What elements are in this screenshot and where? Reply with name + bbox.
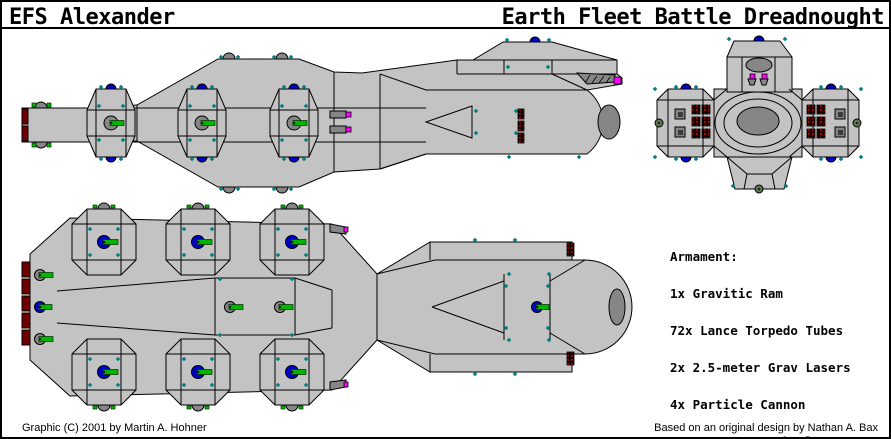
engine-strip bbox=[21, 295, 31, 312]
torpedo-tube-cluster bbox=[701, 104, 711, 115]
plan-hull-panel-lines bbox=[56, 242, 586, 372]
engine-strip bbox=[21, 108, 29, 125]
engine-strip bbox=[21, 329, 31, 346]
engine-section-plan bbox=[21, 261, 54, 346]
armament-item: 1x Gravitic Ram bbox=[670, 286, 783, 302]
torpedo-tube-cluster bbox=[806, 104, 816, 115]
side-hull bbox=[21, 41, 623, 188]
forward-hull-details bbox=[424, 104, 621, 160]
dome-icon bbox=[825, 156, 837, 163]
spar-tip bbox=[613, 76, 622, 85]
ship-class-title: Earth Fleet Battle Dreadnought bbox=[501, 5, 885, 30]
side-barbette-1 bbox=[87, 84, 135, 162]
engine-strip bbox=[21, 125, 29, 142]
ship-name-title: EFS Alexander bbox=[9, 5, 175, 30]
boom-turret-icon bbox=[34, 101, 48, 109]
wing-spar bbox=[329, 379, 347, 391]
side-hull-silhouette bbox=[21, 41, 623, 188]
right-pod-details bbox=[806, 104, 846, 139]
bow-domes-and-markers bbox=[652, 83, 864, 194]
boom-turret-icon bbox=[34, 141, 48, 149]
side-barbette-2 bbox=[178, 84, 226, 162]
bow-center-hull-rings bbox=[714, 91, 802, 155]
plan-barbette-4 bbox=[72, 339, 136, 405]
torpedo-tube-strip bbox=[517, 120, 525, 132]
torpedo-tube-strip bbox=[517, 108, 525, 120]
dome-icon bbox=[680, 83, 692, 90]
bow-section-view bbox=[652, 35, 864, 194]
dome-icon bbox=[825, 83, 837, 90]
plan-barbette-5 bbox=[166, 339, 230, 405]
plan-barbette-6 bbox=[260, 339, 324, 405]
spar-tip bbox=[343, 381, 349, 388]
torpedo-tube-cluster bbox=[701, 128, 711, 139]
torpedo-tube-cluster bbox=[816, 128, 826, 139]
torpedo-tube-cluster bbox=[806, 116, 816, 127]
torpedo-tube-strip bbox=[566, 242, 575, 257]
bridge-dome-icon bbox=[529, 36, 541, 43]
torpedo-tube-strip bbox=[517, 132, 525, 144]
engine-strip bbox=[21, 261, 31, 278]
armament-item: 14x 1.5-meter Chemlaser bbox=[670, 435, 886, 437]
torpedo-tube-cluster bbox=[806, 128, 816, 139]
wing-spar bbox=[329, 223, 347, 235]
spec-panel: Armament: 1x Gravitic Ram 72x Lance Torp… bbox=[670, 202, 886, 437]
torpedo-tube-cluster bbox=[701, 116, 711, 127]
dome-icon bbox=[680, 156, 692, 163]
top-plan-view bbox=[21, 202, 633, 412]
armament-item: 72x Lance Torpedo Tubes bbox=[670, 322, 844, 338]
armament-item: 4x Particle Cannon bbox=[670, 396, 806, 412]
left-pod-details bbox=[674, 104, 711, 139]
armament-section: Armament: 1x Gravitic Ram 72x Lance Torp… bbox=[670, 227, 886, 437]
engine-strip bbox=[21, 278, 31, 295]
chevron-marking bbox=[424, 105, 473, 139]
midship-gun-mounts bbox=[329, 110, 352, 134]
armament-item: 2x 2.5-meter Grav Lasers bbox=[670, 359, 851, 375]
title-underline bbox=[2, 27, 889, 29]
bow-keel-pod bbox=[726, 156, 793, 190]
bow-cap bbox=[608, 288, 626, 326]
torpedo-tube-strip bbox=[566, 351, 575, 366]
side-elevation-view bbox=[21, 36, 623, 194]
design-credit: Based on an original design by Nathan A.… bbox=[654, 422, 878, 434]
side-barbette-3 bbox=[270, 84, 318, 162]
plan-forward-details bbox=[329, 223, 626, 391]
spar-tip bbox=[343, 226, 349, 233]
gravitic-ram-aperture bbox=[736, 106, 780, 136]
torpedo-tube-cluster bbox=[816, 116, 826, 127]
torpedo-tube-cluster bbox=[691, 104, 701, 115]
plan-barbette-3 bbox=[260, 209, 324, 275]
copyright-credit: Graphic (C) 2001 by Martin A. Hohner bbox=[22, 422, 207, 434]
torpedo-tube-cluster bbox=[816, 104, 826, 115]
plan-barbette-1 bbox=[72, 209, 136, 275]
torpedo-tube-cluster bbox=[691, 116, 701, 127]
engine-section-side bbox=[21, 101, 52, 149]
dome-icon bbox=[753, 35, 765, 42]
engine-strip bbox=[21, 312, 31, 329]
top-pod-details bbox=[726, 35, 788, 86]
bow-sensor-dish bbox=[597, 104, 621, 140]
armament-title: Armament: bbox=[670, 249, 738, 265]
plan-barbette-bumps bbox=[92, 202, 304, 412]
superstructure bbox=[504, 36, 622, 85]
plan-barbette-2 bbox=[166, 209, 230, 275]
torpedo-tube-cluster bbox=[691, 128, 701, 139]
